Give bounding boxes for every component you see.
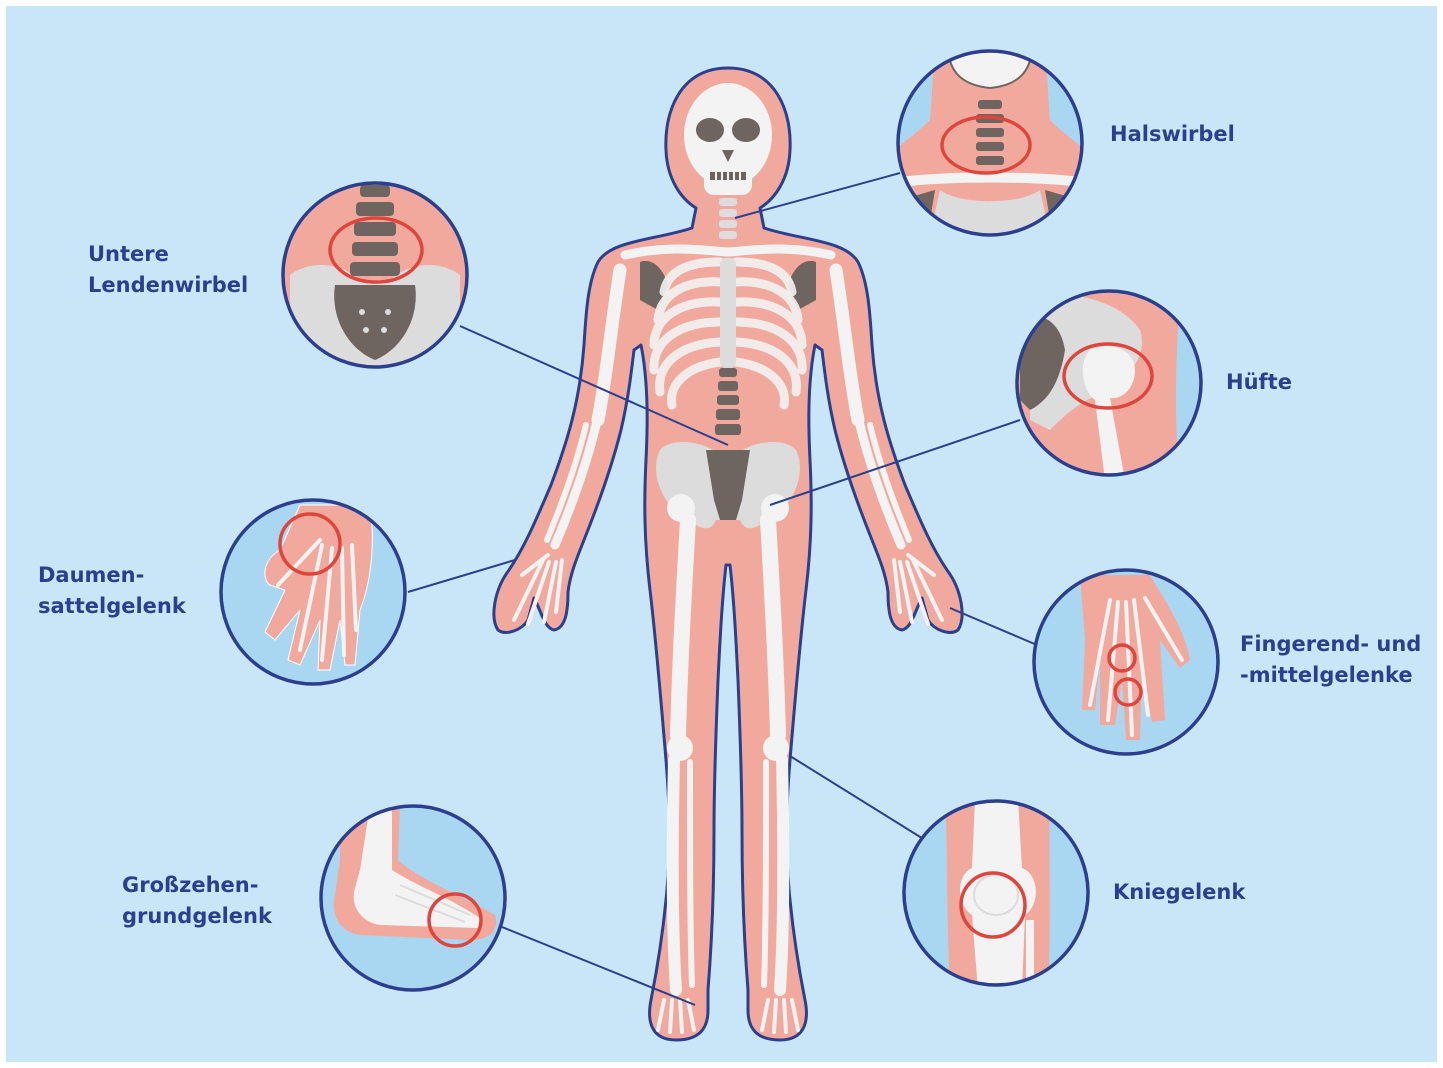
label-grosszehengrundgelenk-line1: Großzehen-	[122, 870, 272, 901]
label-daumensattelgelenk-line2: sattelgelenk	[38, 591, 186, 622]
label-untere-lendenwirbel-line2: Lendenwirbel	[88, 270, 248, 301]
label-fingerend-und-mittelgelenke-line1: Fingerend- und	[1240, 629, 1421, 660]
label-grosszehengrundgelenk: Großzehen- grundgelenk	[122, 870, 272, 932]
label-daumensattelgelenk-line1: Daumen-	[38, 560, 186, 591]
label-fingerend-und-mittelgelenke-line2: -mittelgelenke	[1240, 660, 1421, 691]
label-halswirbel-line1: Halswirbel	[1110, 119, 1235, 150]
label-daumensattelgelenk: Daumen- sattelgelenk	[38, 560, 186, 622]
label-fingerend-und-mittelgelenke: Fingerend- und -mittelgelenke	[1240, 629, 1421, 691]
label-kniegelenk: Kniegelenk	[1113, 877, 1245, 908]
label-huefte-line1: Hüfte	[1226, 367, 1292, 398]
label-huefte: Hüfte	[1226, 367, 1292, 398]
label-kniegelenk-line1: Kniegelenk	[1113, 877, 1245, 908]
label-halswirbel: Halswirbel	[1110, 119, 1235, 150]
label-untere-lendenwirbel-line1: Untere	[88, 239, 248, 270]
label-grosszehengrundgelenk-line2: grundgelenk	[122, 901, 272, 932]
label-untere-lendenwirbel: Untere Lendenwirbel	[88, 239, 248, 301]
